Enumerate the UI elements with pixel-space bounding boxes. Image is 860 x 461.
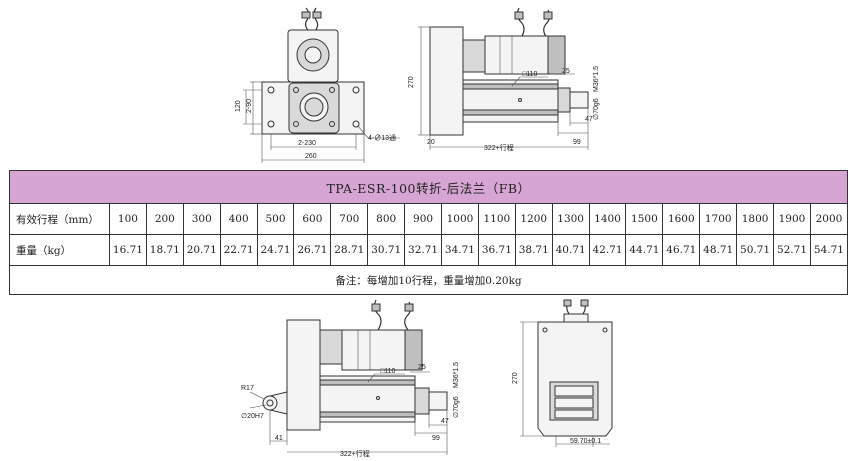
dim-270b: 270 [512, 372, 519, 384]
stroke-cell: 1200 [514, 203, 553, 235]
dim-25b: 25 [418, 364, 426, 371]
stroke-cell: 200 [145, 203, 184, 235]
dim-holes: 4-∅13通 [368, 133, 396, 142]
weight-cell: 28.71 [330, 234, 369, 266]
weight-cell: 48.71 [699, 234, 738, 266]
stroke-cell: 1000 [441, 203, 479, 235]
weight-cell: 46.71 [662, 234, 701, 266]
stroke-cell: 800 [367, 203, 406, 235]
stroke-label: 有效行程（mm） [9, 203, 110, 235]
dim-270: 270 [408, 76, 415, 88]
weight-cell: 50.71 [736, 234, 775, 266]
dim-m36b: M36*1.5 [453, 362, 460, 388]
stroke-cell: 1100 [477, 203, 516, 235]
top-front-view: 2-230 260 120 2-90 4-∅13通 [235, 7, 400, 163]
weight-cell: 40.71 [551, 234, 590, 266]
weight-cell: 22.71 [219, 234, 258, 266]
dim-99b: 99 [432, 435, 440, 442]
dim-stroke-b: 322+行程 [340, 449, 370, 458]
top-side-view: 270 □110 25 M36*1.5 ∅70g6 20 47 99 322+行… [408, 7, 600, 152]
dim-260: 260 [305, 153, 317, 160]
dim-110: □110 [522, 71, 537, 78]
weight-cell: 34.71 [441, 234, 479, 266]
weight-cell: 26.71 [293, 234, 332, 266]
stroke-cell: 100 [109, 203, 147, 235]
stroke-cell: 900 [404, 203, 443, 235]
weight-cell: 38.71 [514, 234, 553, 266]
dim-99: 99 [573, 139, 581, 146]
stroke-cell: 300 [182, 203, 221, 235]
dim-110b: □110 [380, 368, 395, 375]
weight-label: 重量（kg） [9, 234, 110, 266]
stroke-cell: 700 [330, 203, 369, 235]
stroke-cell: 2000 [809, 203, 849, 235]
bottom-side-view: R17 ∅20H7 41 □110 25 M36*1.5 ∅70g6 47 99… [241, 299, 460, 458]
stroke-cell: 1500 [625, 203, 664, 235]
stroke-cell: 1800 [736, 203, 775, 235]
dim-25: 25 [562, 68, 570, 75]
dim-70b: ∅70g6 [453, 396, 460, 418]
stroke-cell: 1600 [662, 203, 701, 235]
dim-20: 20 [427, 139, 435, 146]
weight-cell: 30.71 [367, 234, 406, 266]
table-title: TPA-ESR-100转折-后法兰（FB） [9, 170, 848, 204]
weight-cell: 32.71 [404, 234, 443, 266]
stroke-cell: 1400 [588, 203, 627, 235]
weight-cell: 42.71 [588, 234, 627, 266]
bottom-rear-view: 270 59.70±0.1 [512, 299, 613, 447]
stroke-cell: 1300 [551, 203, 590, 235]
dim-230: 2-230 [298, 140, 316, 147]
dim-bore: ∅20H7 [241, 413, 264, 420]
dim-m36: M36*1.5 [593, 66, 600, 92]
stroke-cell: 1900 [773, 203, 811, 235]
dim-70: ∅70g6 [593, 98, 600, 120]
weight-cell: 18.71 [145, 234, 184, 266]
dim-47: 47 [585, 116, 593, 123]
dim-41: 41 [275, 435, 283, 442]
weight-cell: 16.71 [109, 234, 147, 266]
dim-90: 2-90 [246, 99, 253, 113]
dim-47b: 47 [441, 418, 449, 425]
weight-cell: 52.71 [773, 234, 811, 266]
weight-cell: 20.71 [182, 234, 221, 266]
table-note: 备注：每增加10行程，重量增加0.20kg [9, 265, 848, 295]
weight-cell: 54.71 [809, 234, 849, 266]
weight-cell: 24.71 [256, 234, 295, 266]
stroke-cell: 600 [293, 203, 332, 235]
dim-r17: R17 [241, 385, 254, 392]
weight-cell: 36.71 [477, 234, 516, 266]
weight-cell: 44.71 [625, 234, 664, 266]
dim-pin: 59.70±0.1 [570, 438, 601, 445]
stroke-cell: 1700 [699, 203, 738, 235]
dim-stroke: 322+行程 [484, 143, 514, 152]
stroke-cell: 400 [219, 203, 258, 235]
dim-120: 120 [235, 100, 242, 112]
stroke-cell: 500 [256, 203, 295, 235]
